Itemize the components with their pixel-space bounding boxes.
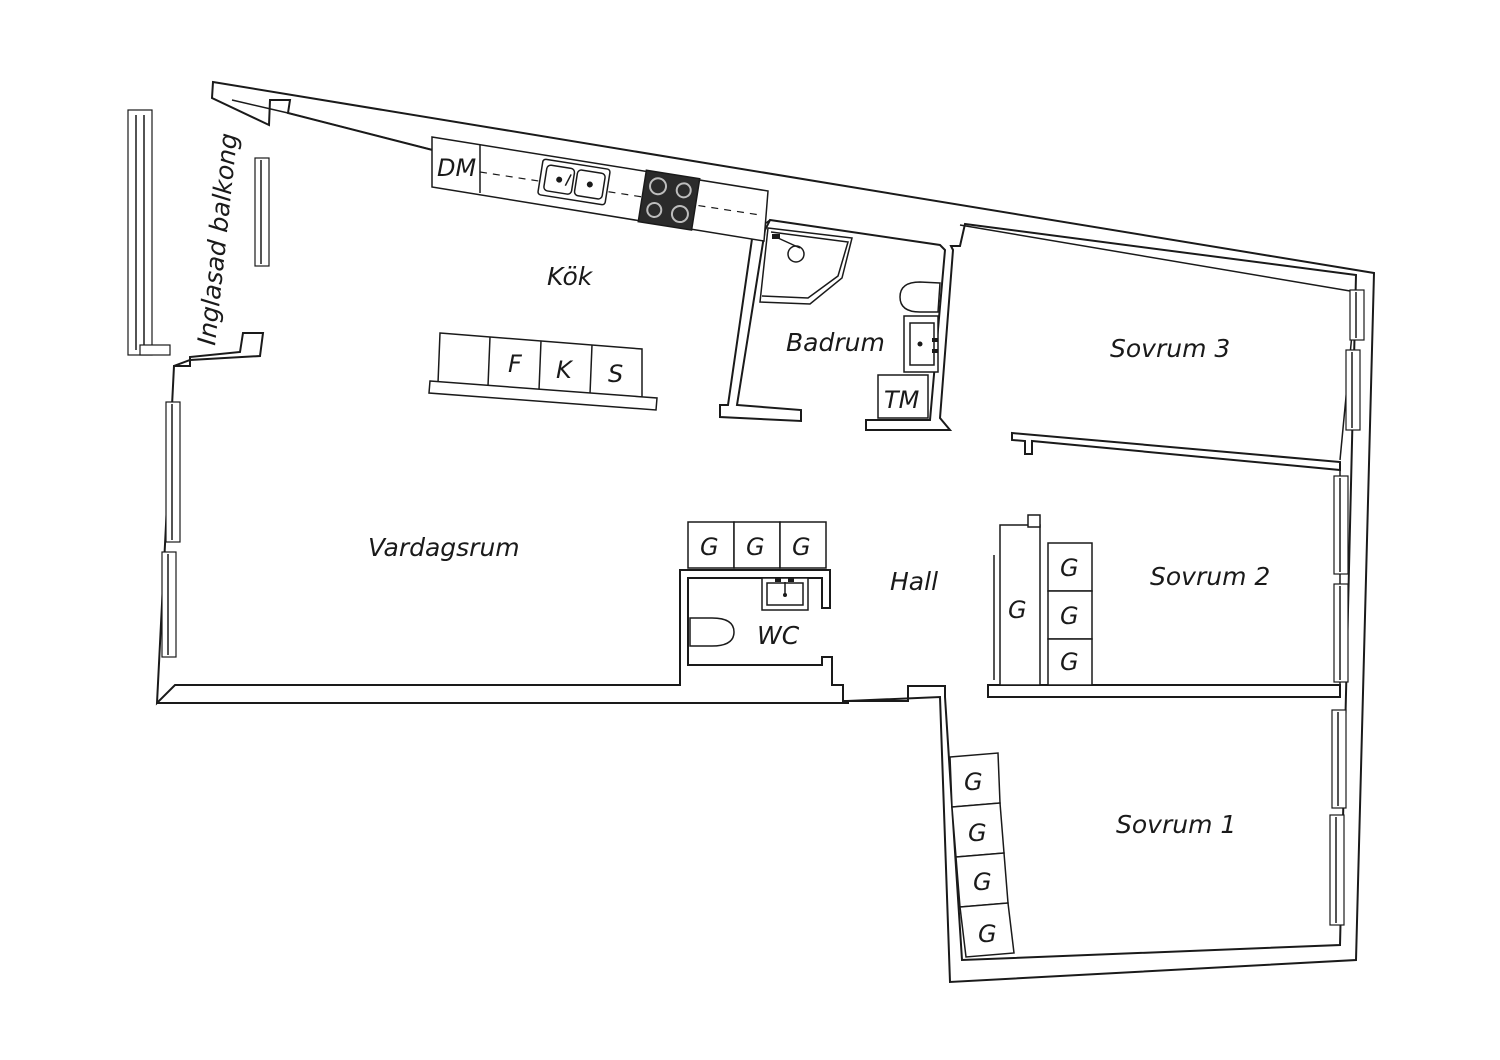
wardrobe-label-b2-tall: G xyxy=(1008,596,1027,624)
wardrobe-label-b2-2: G xyxy=(1060,602,1079,630)
exterior-wall xyxy=(155,80,1376,984)
bedroom1-wardrobes xyxy=(949,752,1015,958)
wc-sink-icon xyxy=(761,577,809,611)
wardrobe-label-b1-1: G xyxy=(964,768,983,796)
room-label-wc: WC xyxy=(757,621,800,650)
shower-icon xyxy=(759,227,853,305)
room-label-balcony: Inglasad balkong xyxy=(192,132,243,347)
bedroom2-bottom-wall xyxy=(987,684,1341,698)
room-label-hall: Hall xyxy=(890,567,938,596)
hall-wardrobes xyxy=(687,521,827,569)
room-label-bathroom: Badrum xyxy=(786,328,885,357)
stove-hob-icon xyxy=(637,169,701,231)
bathroom-sink-icon xyxy=(903,315,939,373)
wardrobe-label-b2-3: G xyxy=(1060,648,1079,676)
room-label-bedroom1: Sovrum 1 xyxy=(1116,810,1236,839)
wardrobe-label-hall-2: G xyxy=(746,533,765,561)
wardrobe-label-hall-1: G xyxy=(700,533,719,561)
kitchen-sink-icon xyxy=(537,158,611,206)
wardrobe-label-b2-1: G xyxy=(1060,554,1079,582)
bedroom3-wall xyxy=(1011,431,1341,472)
storage-label: S xyxy=(608,360,623,388)
fridge-freezer-unit xyxy=(428,332,658,411)
dishwasher-label: DM xyxy=(437,154,476,182)
bedroom2-wardrobe-tall xyxy=(993,514,1041,686)
washer-dryer-label: TM xyxy=(884,386,920,414)
windows xyxy=(127,109,1365,926)
room-label-bedroom2: Sovrum 2 xyxy=(1150,562,1270,591)
wardrobe-label-b1-2: G xyxy=(968,819,987,847)
bathroom-toilet-icon xyxy=(899,281,941,313)
bedroom2-wardrobes xyxy=(1047,542,1093,686)
wardrobe-label-hall-3: G xyxy=(792,533,811,561)
wc-toilet-icon xyxy=(689,617,735,647)
room-label-living: Vardagsrum xyxy=(368,533,520,562)
counter-dashed-line xyxy=(479,171,761,216)
wardrobe-label-b1-3: G xyxy=(973,868,992,896)
wardrobe-label-b1-4: G xyxy=(978,920,997,948)
freezer-label: F xyxy=(508,350,523,378)
room-label-kitchen: Kök xyxy=(547,262,594,291)
fridge-label: K xyxy=(556,356,574,384)
washer-dryer xyxy=(877,374,929,419)
room-label-bedroom3: Sovrum 3 xyxy=(1110,334,1230,363)
